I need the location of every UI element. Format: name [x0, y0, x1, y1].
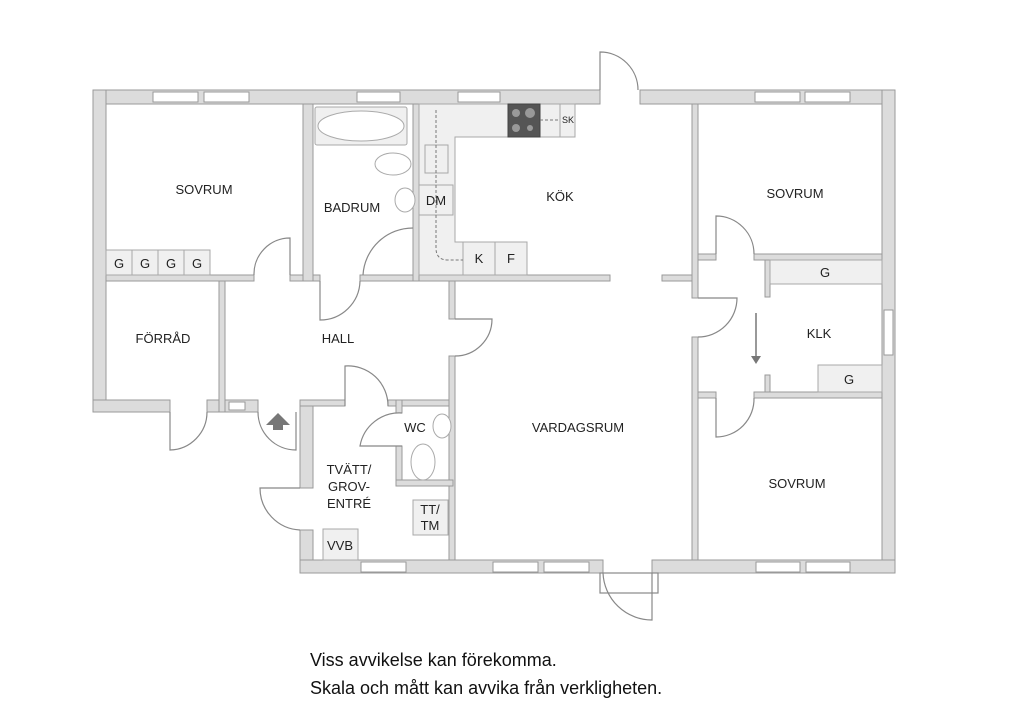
toilet-icon — [374, 152, 412, 176]
room-label: TVÄTT/ — [327, 462, 372, 477]
room-label: HALL — [322, 331, 355, 346]
fixture-label: G — [166, 256, 176, 271]
fixture-label: SK — [562, 115, 574, 125]
fixture-label: K — [475, 251, 484, 266]
room-label: KÖK — [546, 189, 574, 204]
fixture-labels: G G G G G G DM K F SK TT/ TM VVB — [114, 115, 854, 553]
doors — [169, 51, 755, 621]
room-label: GROV- — [328, 479, 370, 494]
stove-icon — [507, 103, 541, 138]
fixture-label: G — [844, 372, 854, 387]
room-label: FÖRRÅD — [136, 331, 191, 346]
fixture-label: TM — [421, 518, 440, 533]
disclaimer-line-2: Skala och mått kan avvika från verklighe… — [310, 678, 663, 698]
room-label: ENTRÉ — [327, 496, 371, 511]
room-label: BADRUM — [324, 200, 380, 215]
fixture-label: G — [140, 256, 150, 271]
walls — [92, 89, 896, 574]
room-labels: SOVRUM BADRUM KÖK SOVRUM FÖRRÅD HALL KLK… — [136, 182, 832, 511]
fixture-label: F — [507, 251, 515, 266]
room-label: SOVRUM — [766, 186, 823, 201]
disclaimer-line-1: Viss avvikelse kan förekomma. — [310, 650, 557, 670]
fixture-label: VVB — [327, 538, 353, 553]
room-label: SOVRUM — [175, 182, 232, 197]
fixture-label: G — [192, 256, 202, 271]
windows — [152, 91, 894, 573]
room-label: VARDAGSRUM — [532, 420, 624, 435]
fixture-label: TT/ — [420, 502, 440, 517]
room-label: SOVRUM — [768, 476, 825, 491]
fixture-label: G — [820, 265, 830, 280]
fixture-label: DM — [426, 193, 446, 208]
room-label: KLK — [807, 326, 832, 341]
room-label: WC — [404, 420, 426, 435]
entrance-arrow-icon — [266, 413, 290, 430]
fixture-label: G — [114, 256, 124, 271]
fixtures — [105, 103, 883, 561]
arrow-down-icon — [751, 313, 761, 364]
basin-icon — [394, 187, 416, 213]
